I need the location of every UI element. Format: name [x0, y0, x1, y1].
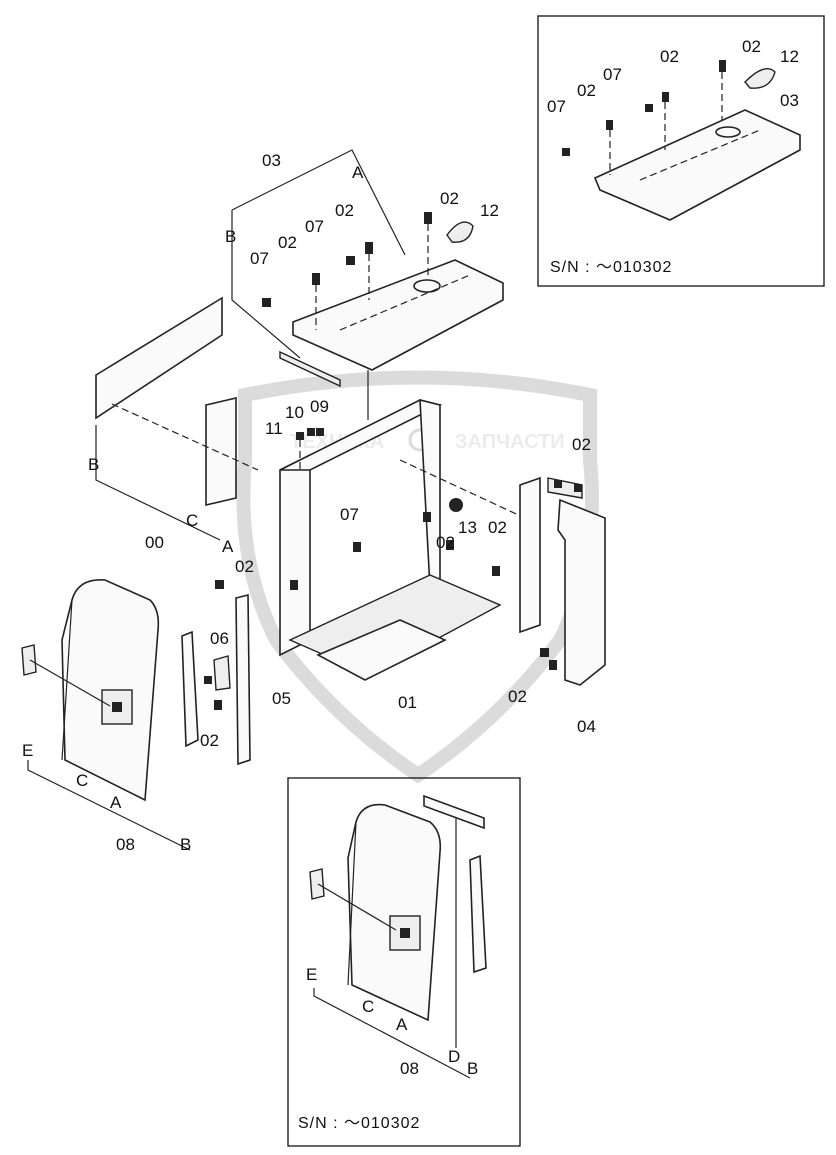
label-02-mid: 02 [488, 518, 507, 537]
inset-top-label-02b: 02 [660, 47, 679, 66]
panel-04 [557, 498, 606, 686]
label-12: 12 [480, 201, 499, 220]
panel-right-inner [519, 476, 541, 634]
label-07-top: 07 [305, 217, 324, 236]
label-02-top: 02 [440, 189, 459, 208]
label-01: 01 [398, 693, 417, 712]
label-10: 10 [285, 403, 304, 422]
label-B-left: B [88, 455, 99, 474]
top-cover-strip [279, 350, 341, 388]
inset-label-08: 08 [400, 1059, 419, 1078]
label-02-top-b: 02 [335, 201, 354, 220]
inset-cap-12 [744, 68, 776, 89]
grommet-13 [449, 498, 463, 512]
inset-strip-D [423, 794, 485, 830]
label-05: 05 [272, 689, 291, 708]
label-11: 11 [265, 419, 283, 438]
panel-00 [95, 296, 223, 420]
cap-12 [446, 221, 474, 243]
label-E: E [22, 741, 33, 760]
label-08: 08 [116, 835, 135, 854]
frame-group [215, 398, 541, 681]
label-C-door: C [76, 771, 88, 790]
bracket-05 [235, 593, 251, 766]
inset-top: 02 02 12 07 03 07 02 S/N : ～010302 [537, 15, 825, 287]
inset-door [347, 803, 442, 1022]
inset-label-E: E [306, 965, 317, 984]
label-06: 06 [210, 629, 229, 648]
inset-top-label-03: 03 [780, 91, 799, 110]
main-labels: 03 A B 02 12 07 02 02 07 10 09 11 B C 00… [22, 151, 596, 854]
label-07-top-b: 07 [250, 249, 269, 268]
watermark-right-text: ЗАПЧАСТИ [455, 431, 565, 453]
label-13: 13 [458, 518, 477, 537]
frame-right-post [419, 398, 441, 590]
label-04: 04 [577, 717, 596, 736]
label-07-mid: 07 [340, 505, 359, 524]
top-cover-group [231, 149, 504, 420]
label-02-top-c: 02 [278, 233, 297, 252]
inset-label-A: A [396, 1015, 408, 1034]
label-C-left: C [186, 511, 198, 530]
label-03: 03 [262, 151, 281, 170]
right-panel-group [519, 476, 606, 686]
inset-top-label-02c: 02 [577, 81, 596, 100]
latch-06 [213, 655, 231, 691]
inset-top-label-02a: 02 [742, 37, 761, 56]
inset-top-frame [537, 15, 825, 287]
label-09: 09 [310, 397, 329, 416]
inset-top-label-07a: 07 [603, 65, 622, 84]
inset-top-serial: S/N : ～010302 [550, 259, 672, 276]
inset-top-label-07b: 07 [547, 97, 566, 116]
inset-label-D: D [448, 1047, 460, 1066]
inset-top-label-12: 12 [780, 47, 799, 66]
label-B-door: B [180, 835, 191, 854]
left-panel-group [95, 296, 259, 541]
label-02-door: 02 [200, 731, 219, 750]
inset-bottom: E C A 08 D B S/N : ～010302 [287, 777, 521, 1147]
strip-B [181, 630, 199, 748]
hinge-E [21, 644, 37, 676]
label-02-frame: 02 [436, 533, 455, 552]
label-02-right-bottom: 02 [508, 687, 527, 706]
inset-label-C: C [362, 997, 374, 1016]
label-02-left: 02 [235, 557, 254, 576]
label-A-door: A [110, 793, 122, 812]
frame-left-post [279, 453, 311, 657]
inset-bottom-serial: S/N : ～010302 [298, 1115, 420, 1132]
inset-cover-plate [593, 109, 801, 221]
door-group [21, 579, 251, 851]
label-A-top: A [352, 163, 364, 182]
inset-label-B: B [467, 1059, 478, 1078]
label-02-right-top: 02 [572, 435, 591, 454]
inset-hinge [309, 868, 325, 900]
panel-C [205, 396, 237, 507]
label-A-left: A [222, 537, 234, 556]
label-00: 00 [145, 533, 164, 552]
label-B-top: B [225, 227, 236, 246]
bottom-plate-01 [316, 619, 447, 681]
inset-strip-B [469, 854, 487, 974]
inset-bottom-frame [287, 777, 521, 1147]
top-cover-03 [292, 259, 504, 371]
